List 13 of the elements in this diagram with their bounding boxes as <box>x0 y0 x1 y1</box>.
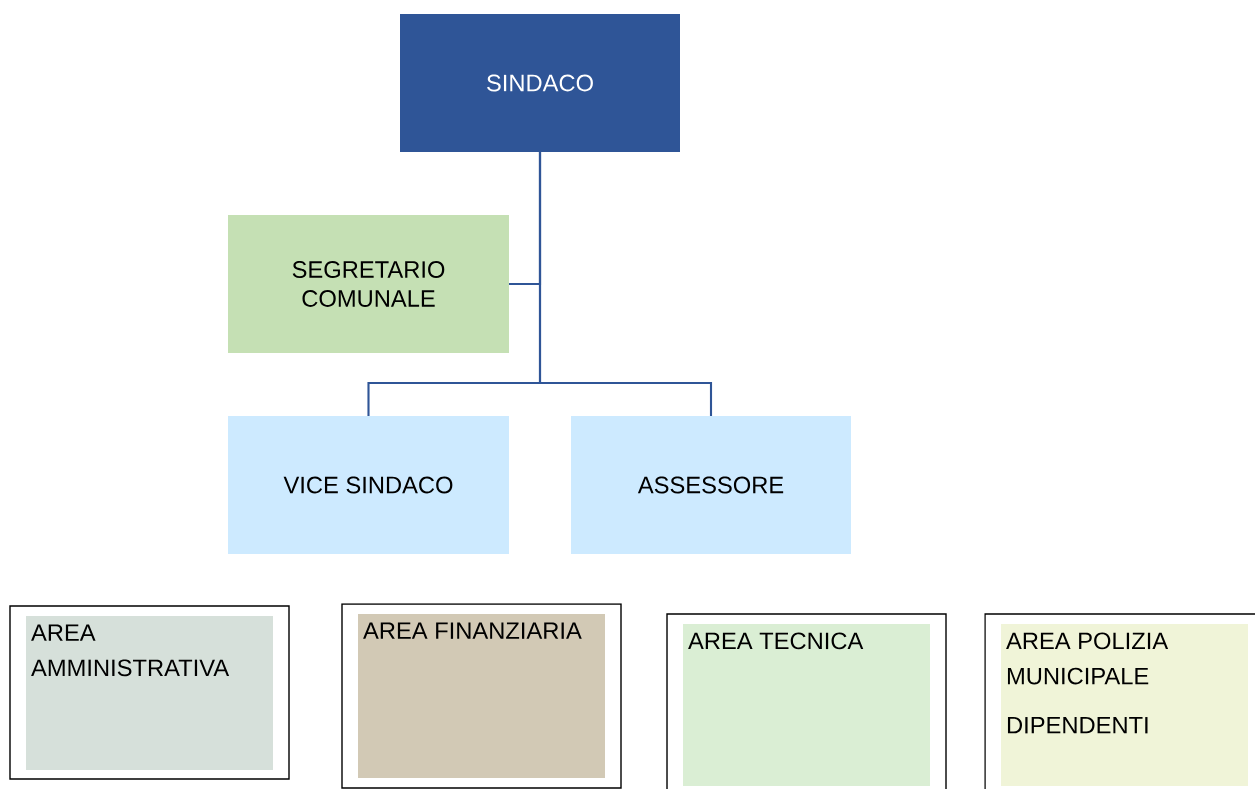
org-box: ASSESSORE <box>571 416 851 554</box>
area-box: AREA FINANZIARIA <box>358 614 605 778</box>
frame-box <box>341 603 622 789</box>
org-box: SEGRETARIO COMUNALE <box>228 215 509 353</box>
frame-box <box>984 613 1255 789</box>
frame-box <box>666 613 947 789</box>
org-box: VICE SINDACO <box>228 416 509 554</box>
area-box: AREA POLIZIA MUNICIPALE DIPENDENTI <box>1001 624 1248 786</box>
connector-line <box>538 152 713 416</box>
area-box: AREA TECNICA <box>683 624 930 786</box>
area-box: AREA AMMINISTRATIVA <box>26 616 273 770</box>
frame-box <box>9 605 290 780</box>
org-box: SINDACO <box>400 14 680 152</box>
